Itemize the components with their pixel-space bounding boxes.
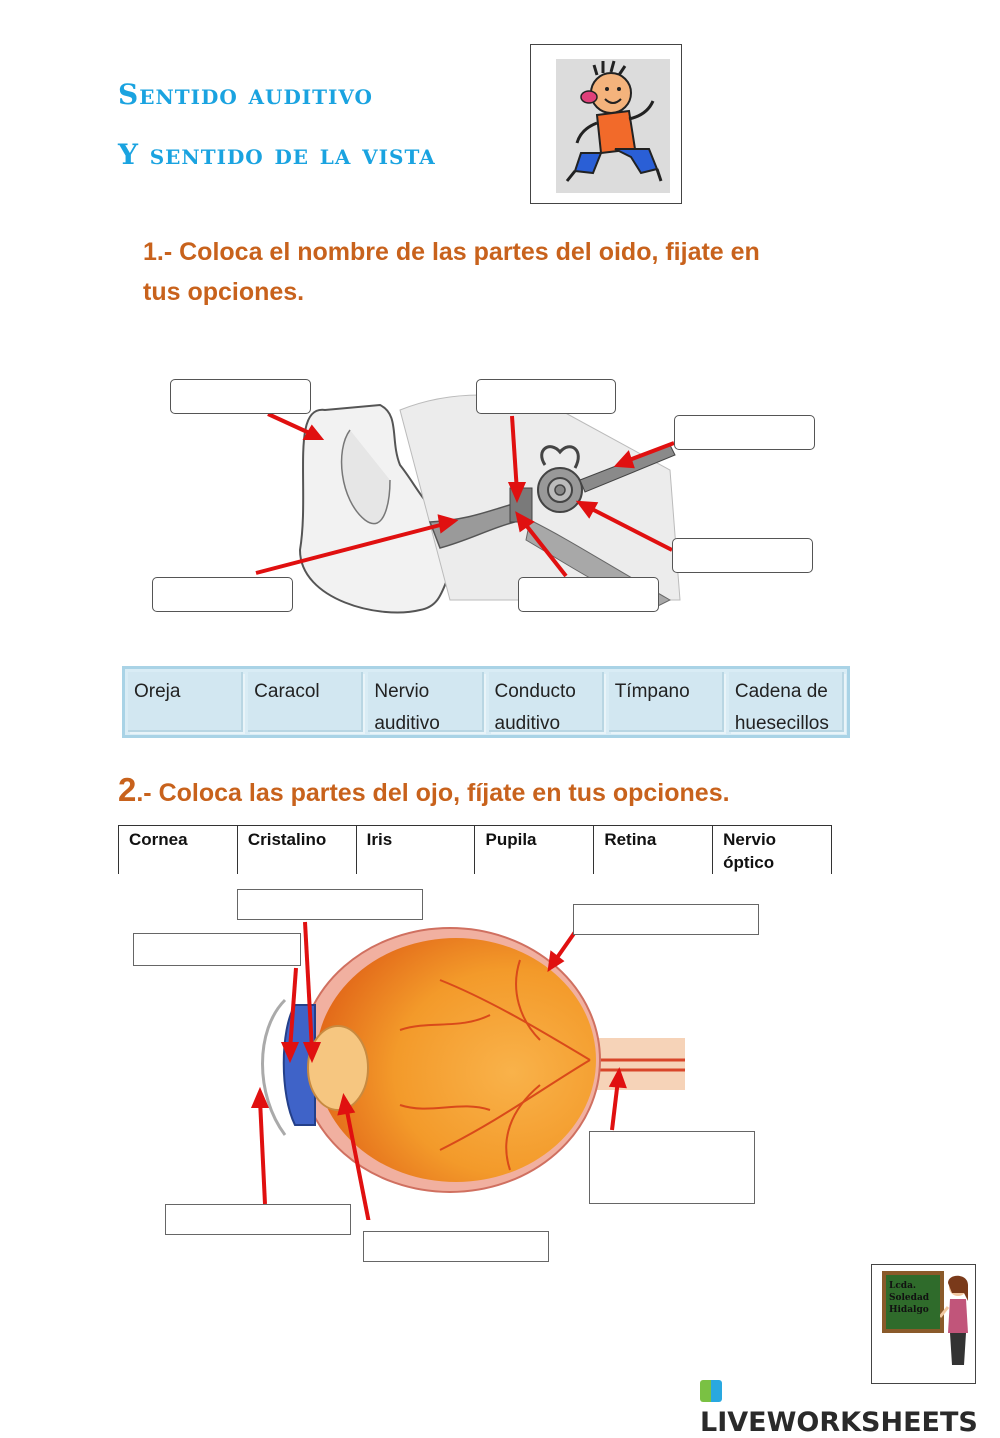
ear-option: Conducto auditivo [488, 672, 604, 734]
liveworksheets-logo: LIVEWORKSHEETS [700, 1376, 1000, 1438]
chalkboard: Lcda. Soledad Hidalgo [882, 1271, 944, 1333]
title-line-2: Y sentido de la vista [118, 138, 436, 171]
eye-diagram [240, 920, 700, 1229]
ear-option: Cadena de huesecillos [728, 672, 845, 734]
ear-option: Tímpano [608, 672, 724, 732]
eye-option: Cornea [118, 826, 237, 874]
ear-options-table: Oreja Caracol Nervio auditivo Conducto a… [122, 666, 850, 738]
ear-option: Oreja [128, 672, 244, 732]
eye-option: Retina [593, 826, 712, 874]
ear-answer-box-6[interactable] [152, 577, 293, 612]
ear-option: Nervio auditivo [368, 672, 484, 734]
eye-option: Iris [355, 826, 475, 874]
liveworksheets-icon [700, 1380, 722, 1402]
instruction-2-number: 2 [118, 771, 137, 808]
eye-answer-box-4[interactable] [589, 1131, 755, 1204]
liveworksheets-text: LIVEWORKSHEETS [700, 1407, 978, 1438]
badge-line: Soledad [889, 1293, 930, 1303]
eye-answer-box-6[interactable] [363, 1231, 549, 1262]
eye-option: Pupila [474, 826, 593, 874]
instruction-1-line-2: tus opciones. [143, 278, 305, 306]
eye-answer-box-5[interactable] [165, 1204, 351, 1235]
ear-diagram [150, 370, 830, 630]
badge-line: Lcda. [889, 1281, 917, 1291]
eye-answer-box-1[interactable] [237, 889, 423, 920]
instruction-1-line-1: 1.- Coloca el nombre de las partes del o… [143, 238, 760, 266]
instruction-2-text: .- Coloca las partes del ojo, fíjate en … [136, 779, 730, 807]
eye-answer-box-3[interactable] [573, 904, 759, 935]
badge-line: Hidalgo [889, 1305, 929, 1315]
ear-answer-box-3[interactable] [674, 415, 815, 450]
ear-answer-box-1[interactable] [170, 379, 311, 414]
eye-answer-box-2[interactable] [133, 933, 301, 966]
title-line-1: Sentido auditivo [118, 78, 373, 111]
kid-illustration [530, 44, 682, 204]
ear-answer-box-5[interactable] [518, 577, 659, 612]
ear-answer-box-2[interactable] [476, 379, 616, 414]
ear-option: Caracol [248, 672, 364, 732]
teacher-badge: Lcda. Soledad Hidalgo [871, 1264, 976, 1384]
eye-option: Cristalino [236, 826, 356, 874]
teacher-icon [940, 1275, 968, 1365]
eye-options-table: Cornea Cristalino Iris Pupila Retina Ner… [118, 825, 832, 874]
ear-answer-box-4[interactable] [672, 538, 813, 573]
eye-option: Nervio óptico [712, 826, 832, 874]
instruction-2: 2.- Coloca las partes del ojo, fíjate en… [118, 770, 730, 813]
